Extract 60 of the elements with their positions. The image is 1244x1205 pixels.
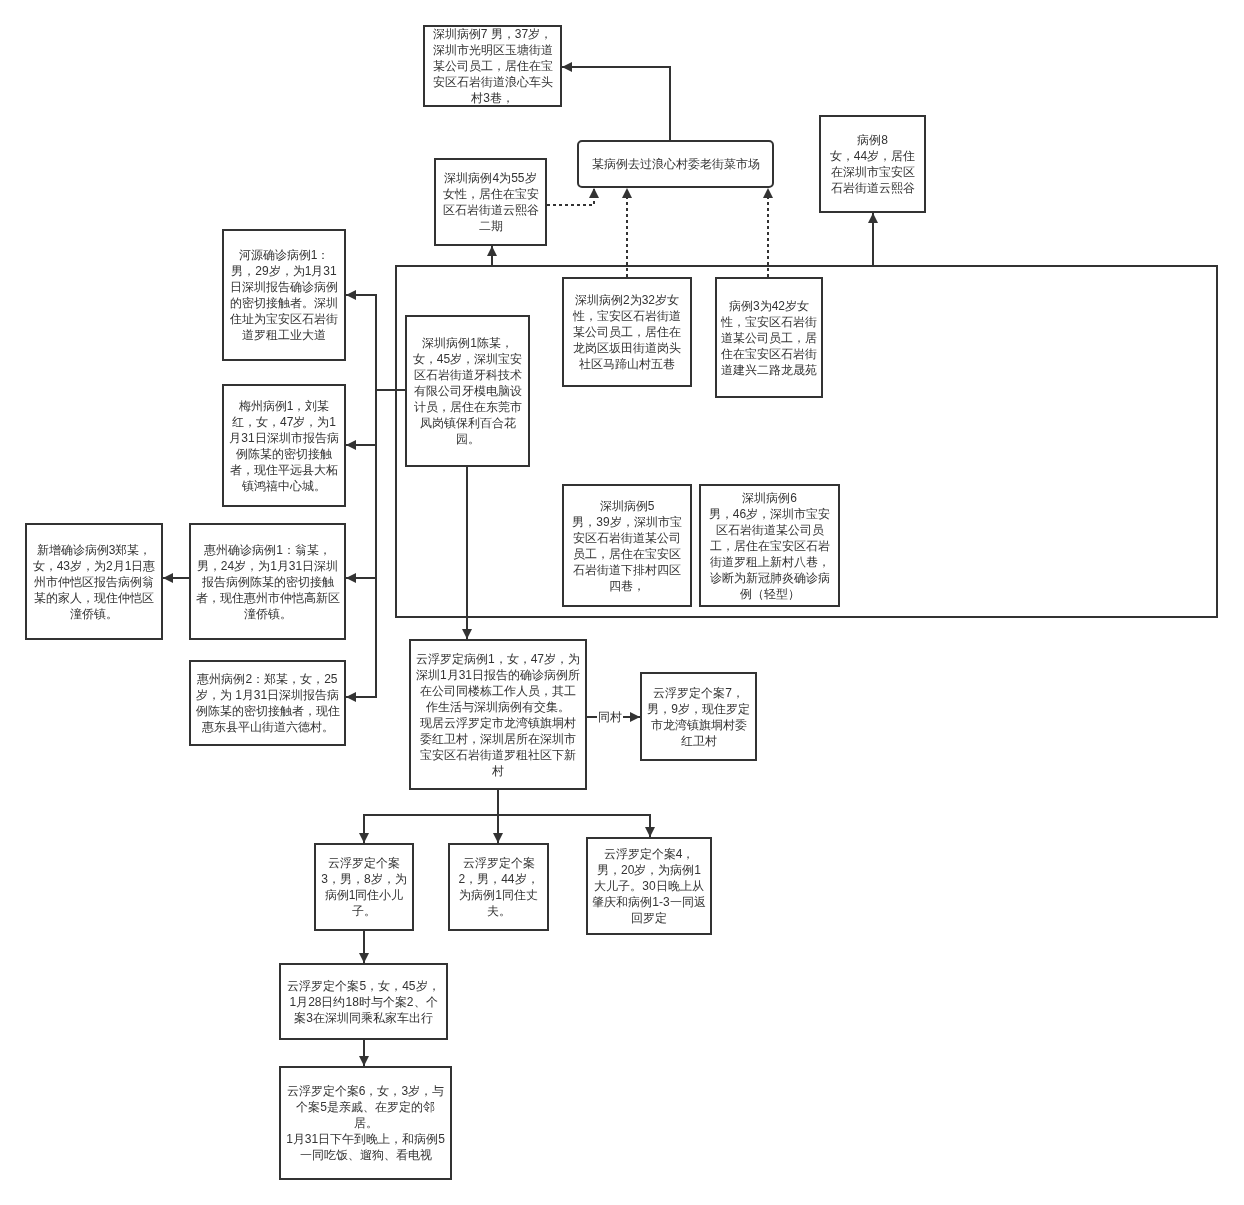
case-box — [279, 1066, 452, 1180]
case-box — [279, 963, 448, 1040]
case-text: 女，44岁，居住在深圳市宝安区石岩街道云熙谷 — [828, 148, 917, 196]
case-text: 新增确诊病例3郑某，女，43岁，为2月1日惠州市仲恺区报告病例翁某的家人，现住仲恺区潼侨镇。 — [31, 541, 157, 622]
case-text: 男，46岁，深圳市宝安区石岩街道某公司员工，居住在宝安区石岩街道罗租上新村八巷，诊断为新冠肺炎确诊病例（轻型） — [707, 505, 832, 602]
place-box — [577, 140, 774, 188]
arrow — [561, 62, 671, 141]
case-text: 深圳病例1陈某，女，45岁，深圳宝安区石岩街道牙科技术有限公司牙模电脑设计员，居住在东莞市凤岗镇保利百合花园。 — [411, 335, 524, 447]
case-text: 现居云浮罗定市龙湾镇旗垌村委红卫村，深圳居所在深圳市宝安区石岩街道罗租社区下新村 — [419, 714, 577, 779]
case-text: 云浮罗定个案6，女，3岁，与个案5是亲戚、在罗定的邻居。 — [285, 1083, 446, 1131]
case-text: 1月31日下午到晚上，和病例5一同吃饭、遛狗、看电视 — [285, 1131, 446, 1163]
arrow — [868, 212, 878, 266]
case-text: 深圳病例6 — [742, 489, 797, 506]
case-box — [314, 843, 414, 931]
case-text: 云浮罗定个案4，男，20岁，为病例1大儿子。30日晚上从肇庆和病例1-3一同返回罗定 — [592, 846, 706, 926]
arrow — [359, 930, 369, 964]
arrow — [497, 789, 655, 838]
case-box — [189, 660, 346, 746]
dashed-arrow — [763, 187, 773, 278]
arrow — [162, 573, 190, 583]
case-box — [562, 277, 692, 387]
case-box — [562, 484, 692, 607]
case-box — [434, 158, 547, 246]
region-box — [395, 265, 1218, 618]
case-box — [819, 115, 926, 213]
case-text: 梅州病例1，刘某红，女，47岁，为1月31日深圳市报告病例陈某的密切接触者，现住平远县大柘镇鸿禧中心城。 — [228, 397, 340, 494]
case-text: 深圳病例5 — [599, 497, 655, 514]
case-text: 惠州确诊病例1：翁某，男，24岁，为1月31日深圳报告病例陈某的密切接触者，现住惠州市仲恺高新区潼侨镇。 — [195, 541, 340, 622]
case-text: 河源确诊病例1：男，29岁，为1月31日深圳报告确诊病例的密切接触者。深圳住址为宝安区石岩街道罗租工业大道 — [229, 247, 339, 343]
case-text: 云浮罗定个案5，女，45岁，1月28日约18时与个案2、个案3在深圳同乘私家车出行 — [286, 977, 441, 1026]
case-box — [25, 523, 163, 640]
case-text: 云浮罗定个案3，男，8岁，为病例1同住小儿子。 — [320, 855, 408, 919]
case-text: 深圳病例2为32岁女性，宝安区石岩街道某公司员工，居住在龙岗区坂田街道岗头社区马蹄山村五巷 — [572, 292, 682, 372]
case-box — [715, 277, 823, 398]
case-text: 深圳病例4为55岁女性，居住在宝安区石岩街道云熙谷二期 — [441, 170, 540, 234]
case-box — [699, 484, 840, 607]
case-box — [189, 523, 346, 640]
case-box — [405, 315, 530, 467]
edge-label: 同村 — [596, 710, 623, 724]
case-text: 云浮罗定个案2，男，44岁，为病例1同住丈夫。 — [457, 855, 540, 919]
case-box — [222, 384, 346, 507]
case-text: 云浮罗定病例1，女，47岁，为深圳1月31日报告的确诊病例所在公司同楼栋工作人员，其工作生活与深圳病例有交集。 — [415, 650, 581, 715]
case-box — [409, 639, 587, 790]
case-text: 病例3为42岁女性，宝安区石岩街道某公司员工，居住在宝安区石岩街道建兴二路龙晟苑 — [721, 297, 817, 378]
case-box — [222, 229, 346, 361]
case-box — [586, 837, 712, 935]
case-box — [640, 672, 757, 761]
case-text: 云浮罗定个案7，男，9岁，现住罗定市龙湾镇旗垌村委红卫村 — [646, 684, 751, 749]
dashed-arrow — [546, 187, 599, 206]
case-text: 某病例去过浪心村委老街菜市场 — [591, 156, 760, 172]
case-box — [448, 843, 549, 931]
case-text: 深圳病例7 男，37岁，深圳市光明区玉塘街道某公司员工，居住在宝安区石岩街道浪心车头村3巷， — [431, 26, 554, 106]
arrow — [345, 389, 406, 702]
arrow — [487, 245, 497, 266]
arrow — [359, 1039, 369, 1067]
case-text: 病例8 — [857, 132, 888, 148]
dashed-arrow — [622, 187, 632, 278]
case-text: 男，39岁，深圳市宝安区石岩街道某公司员工，居住在宝安区石岩街道下排村四区四巷， — [571, 513, 683, 594]
arrow — [462, 466, 472, 640]
case-text: 惠州病例2：郑某，女，25岁，为 1月31日深圳报告病例陈某的密切接触者，现住惠东县平山街道六德村。 — [195, 671, 340, 735]
